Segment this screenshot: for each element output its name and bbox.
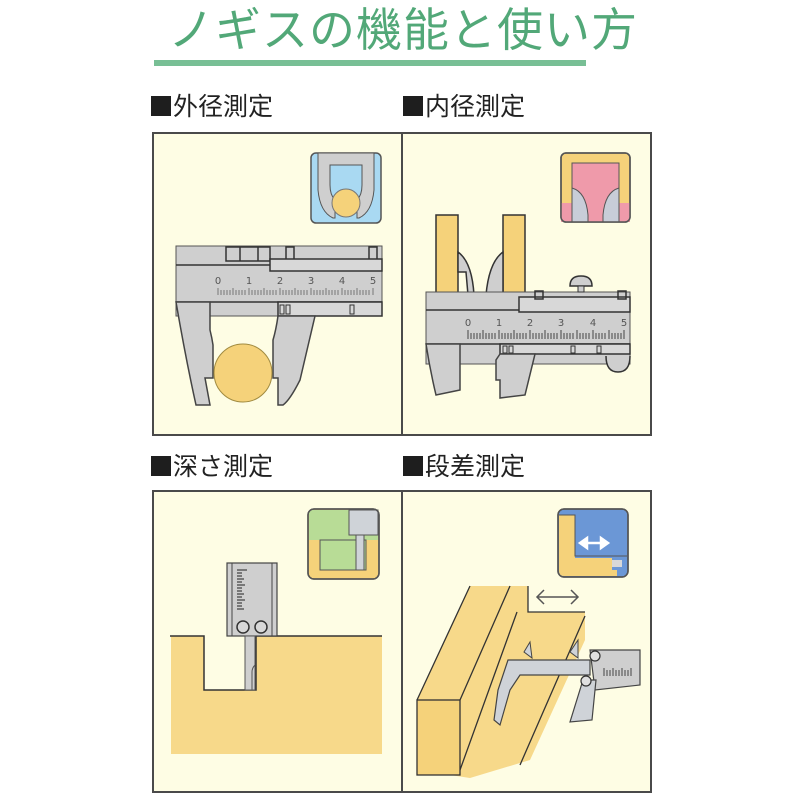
- bullet-square-icon: [403, 456, 423, 476]
- svg-text:1: 1: [246, 276, 252, 287]
- svg-text:2: 2: [277, 276, 283, 287]
- svg-text:3: 3: [558, 318, 564, 329]
- svg-text:3: 3: [308, 276, 314, 287]
- svg-text:1: 1: [496, 318, 502, 329]
- heading-inner-diameter: 内径測定: [403, 92, 525, 122]
- svg-text:4: 4: [339, 276, 345, 287]
- svg-text:4: 4: [590, 318, 596, 329]
- panel-divider: [401, 132, 403, 436]
- bullet-square-icon: [151, 456, 171, 476]
- step-inset-icon: [557, 508, 629, 578]
- heading-text: 内径測定: [425, 92, 526, 121]
- heading-outer-diameter: 外径測定: [151, 92, 273, 122]
- svg-text:0: 0: [215, 276, 221, 287]
- svg-text:2: 2: [527, 318, 533, 329]
- bullet-square-icon: [403, 96, 423, 116]
- bullet-square-icon: [151, 96, 171, 116]
- heading-text: 深さ測定: [173, 452, 274, 481]
- heading-depth: 深さ測定: [151, 452, 273, 482]
- outer-diameter-inset-icon: [310, 152, 382, 224]
- svg-text:5: 5: [621, 318, 627, 329]
- panel-divider: [401, 490, 403, 793]
- svg-text:0: 0: [465, 318, 471, 329]
- title-underline: [154, 60, 586, 66]
- depth-inset-icon: [307, 508, 380, 580]
- heading-step: 段差測定: [403, 452, 525, 482]
- step-direction-arrow-icon: [535, 589, 580, 605]
- svg-text:5: 5: [370, 276, 376, 287]
- heading-text: 外径測定: [173, 92, 274, 121]
- heading-text: 段差測定: [425, 452, 526, 481]
- page-title: ノギスの機能と使い方: [168, 3, 638, 57]
- inner-diameter-inset-icon: [560, 152, 631, 223]
